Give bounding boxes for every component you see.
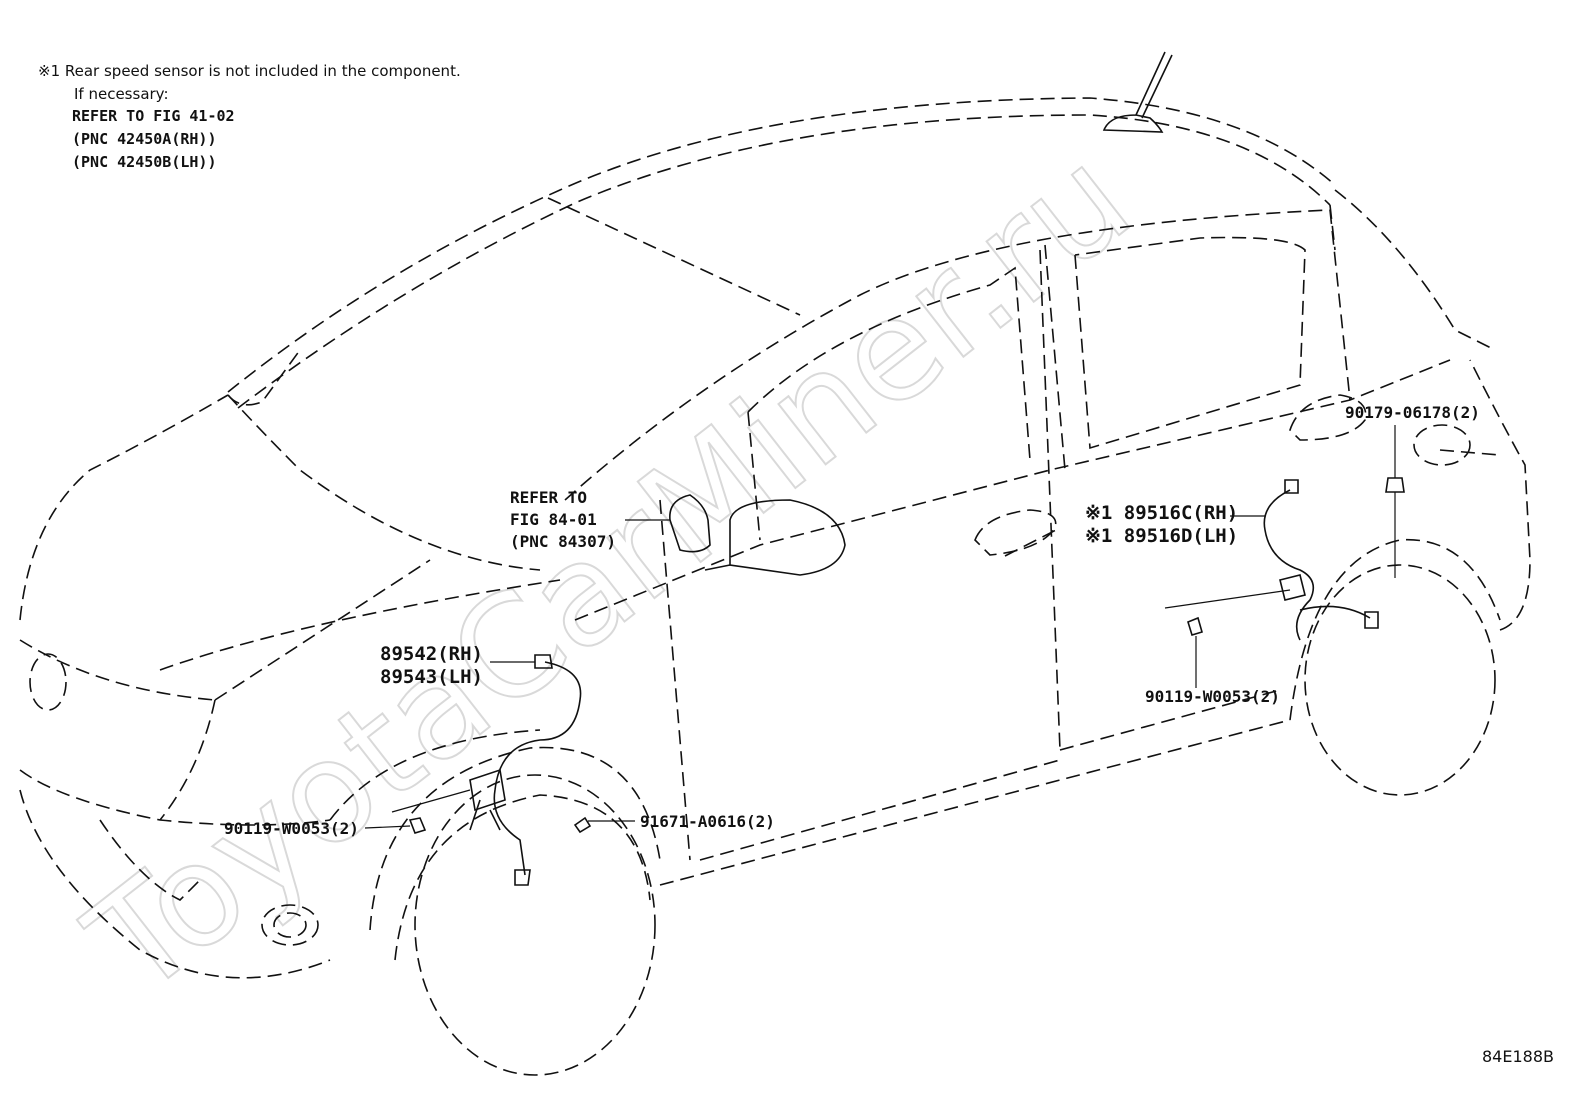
rear-sensor-harness xyxy=(1164,479,1379,641)
note-line-3: REFER TO FIG 41-02 xyxy=(72,107,235,125)
front-clip xyxy=(573,816,592,834)
note-line-2: If necessary: xyxy=(74,85,169,103)
rear-fasteners xyxy=(1187,477,1405,636)
car-outline xyxy=(19,51,1531,1076)
rear-bolt-label: 90119-W0053(2) xyxy=(1145,687,1280,706)
refer-fig-line-2: FIG 84-01 xyxy=(510,510,597,529)
mirror-sensor-part xyxy=(669,494,711,553)
rear-clip xyxy=(1385,477,1405,493)
front-fasteners xyxy=(391,789,592,834)
rear-bolt xyxy=(1187,616,1203,636)
front-sensor-lh-label: 89543(LH) xyxy=(380,666,483,688)
front-bolt-label: 90119-W0053(2) xyxy=(224,819,359,838)
front-sensor-rh-label: 89542(RH) xyxy=(380,643,483,665)
refer-fig-line-3: (PNC 84307) xyxy=(510,532,616,551)
figure-code: 84E188B xyxy=(1482,1047,1554,1066)
note-block: ※1 Rear speed sensor is not included in … xyxy=(38,62,461,171)
callouts: REFER TO FIG 84-01 (PNC 84307) 89542(RH)… xyxy=(224,403,1480,838)
leader-lines xyxy=(364,425,1396,829)
rear-sensor-rh-label: ※1 89516C(RH) xyxy=(1085,502,1238,524)
note-line-4: (PNC 42450A(RH)) xyxy=(72,130,217,148)
front-clip-label: 91671-A0616(2) xyxy=(640,812,775,831)
front-sensor-harness xyxy=(469,654,582,886)
note-line-5: (PNC 42450B(LH)) xyxy=(72,153,217,171)
refer-fig-line-1: REFER TO xyxy=(510,488,587,507)
front-bolt xyxy=(408,817,427,834)
rear-clip-label: 90179-06178(2) xyxy=(1345,403,1480,422)
watermark: ToyotaCarMiner.ru xyxy=(60,118,1160,1028)
antenna xyxy=(1102,51,1173,133)
rear-sensor-lh-label: ※1 89516D(LH) xyxy=(1085,525,1238,547)
note-line-1: ※1 Rear speed sensor is not included in … xyxy=(38,62,461,80)
mirror xyxy=(669,494,846,576)
